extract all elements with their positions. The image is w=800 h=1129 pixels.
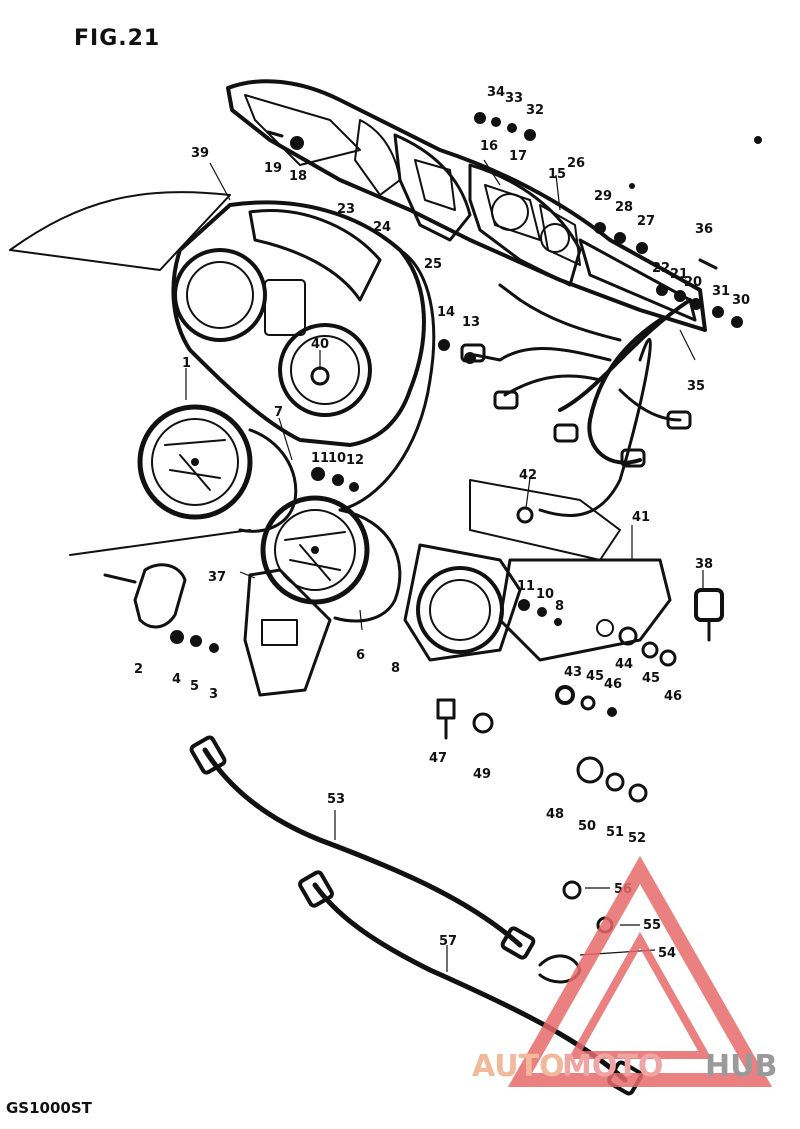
callout-41: 41 [632, 510, 650, 525]
callout-28: 28 [615, 200, 633, 215]
callout-4: 4 [172, 672, 181, 687]
callout-25: 25 [424, 257, 442, 272]
callout-19: 19 [264, 161, 282, 176]
callout-10: 10 [328, 451, 346, 466]
meter-upper-cover [226, 79, 707, 332]
callout-37: 37 [208, 570, 226, 585]
meter-mount-plate [403, 543, 522, 662]
callout-53: 53 [327, 792, 345, 807]
callout-38: 38 [695, 557, 713, 572]
callout-10b: 10 [536, 587, 554, 602]
callout-51: 51 [606, 825, 624, 840]
figure-title: FIG.21 [74, 26, 161, 51]
callout-27: 27 [637, 214, 655, 229]
callout-55: 55 [643, 918, 661, 933]
callout-12: 12 [346, 453, 364, 468]
callout-7: 7 [274, 405, 283, 420]
callout-39: 39 [191, 146, 209, 161]
callout-6: 6 [356, 648, 365, 663]
callout-54: 54 [658, 946, 676, 961]
callout-49: 49 [473, 767, 491, 782]
indicator-switch [694, 588, 724, 642]
callout-50: 50 [578, 819, 596, 834]
callout-35: 35 [687, 379, 705, 394]
callout-48: 48 [546, 807, 564, 822]
meter-cushion [69, 529, 251, 629]
callout-26: 26 [567, 156, 585, 171]
watermark-hub: HUB [705, 1049, 777, 1084]
callout-46: 46 [604, 677, 622, 692]
callout-29: 29 [594, 189, 612, 204]
callout-44: 44 [615, 657, 633, 672]
tachometer [137, 404, 298, 533]
watermark-triangle-icon [507, 855, 773, 1087]
callout-47: 47 [429, 751, 447, 766]
callout-45: 45 [586, 669, 604, 684]
callout-15: 15 [548, 167, 566, 182]
watermark-text: AUTO MOTO HUB [472, 1049, 777, 1084]
callout-23: 23 [337, 202, 355, 217]
meter-stay [243, 568, 332, 697]
callout-46b: 46 [664, 689, 682, 704]
callout-21: 21 [670, 267, 688, 282]
callout-18: 18 [289, 169, 307, 184]
callout-52: 52 [628, 831, 646, 846]
wiring-harness [460, 283, 692, 517]
callout-20: 20 [684, 275, 702, 290]
callout-24: 24 [373, 220, 391, 235]
callout-11: 11 [311, 451, 329, 466]
callout-labels: 1 2 3 4 5 6 7 8 8 9 10 10 11 11 12 13 14… [134, 85, 750, 961]
callout-17: 17 [509, 149, 527, 164]
callout-5: 5 [190, 679, 199, 694]
model-code: GS1000ST [6, 1099, 92, 1117]
callout-11b: 11 [517, 579, 535, 594]
meter-case [9, 191, 436, 512]
callout-2: 2 [134, 662, 143, 677]
callout-43: 43 [564, 665, 582, 680]
meter-bracket [469, 479, 672, 662]
callout-30: 30 [732, 293, 750, 308]
callout-8: 8 [391, 661, 400, 676]
callout-13: 13 [462, 315, 480, 330]
callout-1: 1 [182, 356, 191, 371]
callout-3: 3 [209, 687, 218, 702]
callout-36: 36 [695, 222, 713, 237]
speedometer [260, 495, 402, 623]
callout-57: 57 [439, 934, 457, 949]
callout-8b: 8 [555, 599, 564, 614]
watermark-moto: MOTO [562, 1049, 663, 1084]
callout-16: 16 [480, 139, 498, 154]
watermark-auto: AUTO [472, 1049, 565, 1084]
callout-45b: 45 [642, 671, 660, 686]
callout-32: 32 [526, 103, 544, 118]
callout-42: 42 [519, 468, 537, 483]
callout-22: 22 [652, 261, 670, 276]
callout-31: 31 [712, 284, 730, 299]
watermark-logo [507, 855, 773, 1087]
callout-34: 34 [487, 85, 505, 100]
hardware-fasteners [170, 112, 762, 984]
callout-33: 33 [505, 91, 523, 106]
callout-14: 14 [437, 305, 455, 320]
callout-40: 40 [311, 337, 329, 352]
tachometer-cable [189, 735, 536, 960]
